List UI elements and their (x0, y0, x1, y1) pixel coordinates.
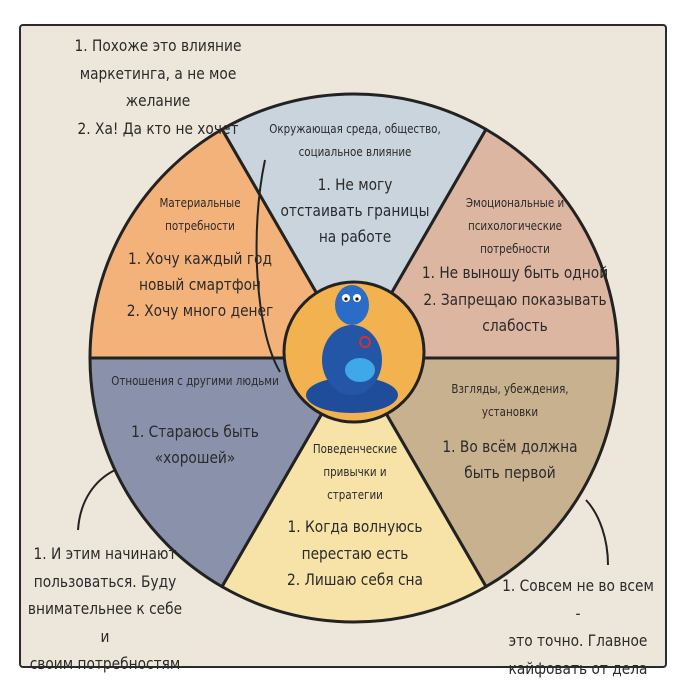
sector-shape-emotional (352, 127, 620, 360)
blue-character-icon (306, 285, 398, 413)
sector-title: привычки и (323, 464, 387, 479)
note-bottom-left: 1. И этим начинают пользоваться. Буду вн… (23, 540, 186, 678)
sector-title: потребности (165, 218, 235, 233)
sector-item: быть первой (464, 462, 556, 482)
sector-item: 1. Не выношу быть одной (421, 263, 609, 283)
sector-title: Отношения с другими людьми (111, 374, 279, 388)
note-line: внимательнее к себе и (27, 599, 183, 646)
sector-title: социальное влияние (298, 144, 412, 159)
sector-item: 1. Хочу каждый год (128, 248, 272, 268)
sector-item: 2. Лишаю себя сна (287, 570, 423, 590)
sector-item: слабость (482, 316, 548, 336)
sector-item: 1. Стараюсь быть (131, 421, 259, 441)
sector-item: 1. Когда волнуюсь (287, 517, 423, 537)
sector-shape-behavior (220, 356, 488, 624)
sector-item: новый смартфон (138, 274, 262, 294)
sector-title: Поведенческие (312, 442, 398, 456)
sector-item: 2. Запрещаю показывать (423, 289, 607, 309)
note-line: 1. Совсем не во всем - (502, 576, 654, 623)
sector-title: психологические (467, 218, 563, 233)
connector-bottom-left (77, 469, 116, 531)
sector-beliefs: Взгляды, убеждения, установки 1. Во всём… (424, 378, 596, 486)
sector-shape-material (88, 127, 356, 360)
note-line: кайфовать от дела (508, 658, 648, 678)
sector-item: 1. Не могу (317, 174, 393, 194)
sector-material: Материальные потребности 1. Хочу каждый … (123, 192, 278, 325)
note-line: своим потребностям (29, 654, 181, 674)
sector-item: перестаю есть (301, 543, 409, 563)
sector-shape-environment (220, 92, 488, 360)
sector-title: установки (481, 404, 539, 419)
sector-shape-beliefs (352, 356, 620, 589)
sector-environment: Окружающая среда, общество, социальное в… (256, 118, 454, 251)
sector-relations: Отношения с другими людьми 1. Стараюсь б… (105, 370, 286, 472)
note-top-left: 1. Похоже это влияние маркетинга, а не м… (46, 32, 270, 142)
sector-emotional: Эмоциональные и психологические потребно… (420, 192, 609, 340)
note-line: маркетинга, а не мое желание (79, 63, 237, 111)
sector-title: потребности (480, 241, 550, 256)
note-line: 2. Ха! Да кто не хочет (77, 118, 239, 138)
sector-title: Материальные (159, 196, 241, 210)
sector-title: Эмоциональные и (465, 196, 565, 210)
sector-item: на работе (318, 227, 392, 247)
connector-bottom-right (585, 499, 609, 566)
note-line: 1. И этим начинают (33, 544, 177, 563)
connector-top-left (255, 159, 281, 373)
sector-title: стратегии (327, 487, 383, 502)
sector-shape-relations (88, 356, 356, 589)
sector-item: «хорошей» (154, 448, 236, 468)
note-line: это точно. Главное (508, 631, 648, 651)
note-line: 1. Похоже это влияние (74, 36, 242, 55)
sector-item: отстаивать границы (280, 200, 430, 220)
sector-item: 1. Во всём должна (442, 436, 578, 456)
sector-title: Взгляды, убеждения, (451, 382, 569, 396)
sector-behavior: Поведенческие привычки и стратегии 1. Ко… (273, 438, 436, 594)
sector-title: Окружающая среда, общество, (269, 122, 441, 136)
note-line: пользоваться. Буду (33, 571, 177, 591)
note-bottom-right: 1. Совсем не во всем - это точно. Главно… (501, 572, 656, 682)
sector-item: 2. Хочу много денег (126, 301, 274, 321)
